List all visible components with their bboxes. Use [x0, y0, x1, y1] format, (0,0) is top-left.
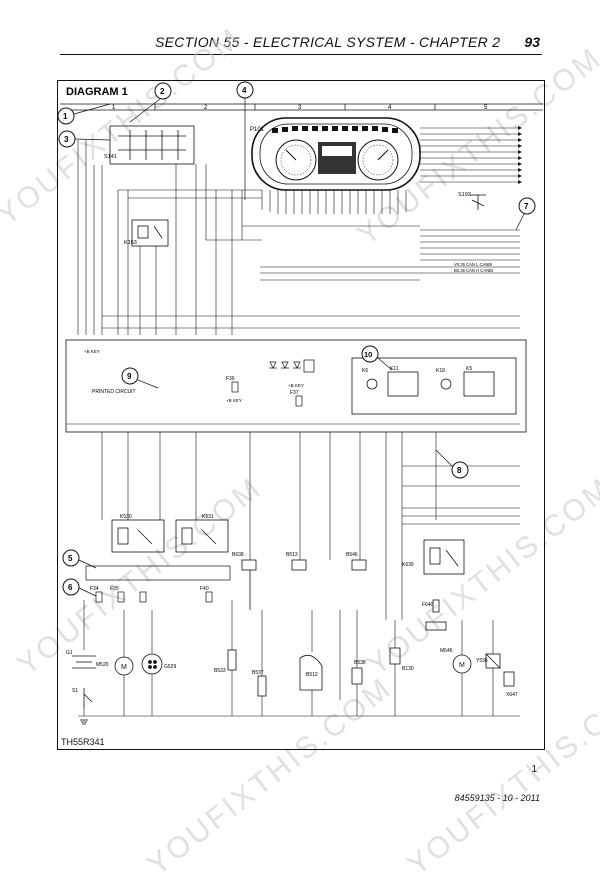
- relays-k530-k531: [111, 519, 229, 553]
- fuses-f36-f37: [231, 381, 303, 407]
- label-key-2: +B KEY: [288, 383, 304, 388]
- grid-col-2: 2: [204, 105, 208, 111]
- callout-1: [57, 103, 111, 125]
- label-b638: B638: [232, 552, 244, 558]
- grid-col-1: 1: [112, 105, 116, 111]
- label-k5: K5: [466, 366, 472, 372]
- label-k153: K153: [124, 240, 137, 246]
- label-b538: B538: [354, 660, 366, 666]
- page-number: 93: [524, 34, 540, 50]
- label-m646: M646: [440, 648, 453, 654]
- callout-number: 7: [524, 202, 529, 211]
- callout-4: [236, 81, 254, 200]
- middle-vertical-wires: [101, 432, 437, 620]
- label-f35: F35: [110, 586, 119, 592]
- callout-10: [361, 345, 393, 371]
- cluster-pin-leads: [261, 190, 407, 214]
- callout-9: [121, 367, 159, 389]
- callout-number: 10: [364, 350, 372, 359]
- label-f34: F34: [90, 586, 99, 592]
- callout-number: 6: [68, 583, 73, 592]
- switch-s141: [109, 125, 195, 165]
- label-b512: B512: [306, 672, 318, 678]
- callout-5: [62, 549, 97, 569]
- right-side-outputs-lower: [66, 423, 520, 525]
- cluster-right-outputs: [420, 127, 518, 183]
- wiring-schematic: DIAGRAM 1 1 2 3 4 5 P101: [57, 81, 543, 725]
- left-vertical-wires: [77, 140, 243, 335]
- callout-number: 5: [68, 554, 73, 563]
- relay-group-right: [351, 357, 517, 415]
- figure-code: TH55R341: [61, 737, 105, 747]
- right-bus-rows: [260, 229, 520, 274]
- diode-array: [269, 359, 315, 373]
- label-f40: F40: [200, 586, 209, 592]
- callout-number: 4: [242, 86, 247, 95]
- callout-number: 2: [160, 87, 165, 96]
- relay-k153: [131, 219, 169, 247]
- label-p101: P101: [250, 127, 265, 133]
- label-b513: B513: [286, 552, 298, 558]
- lower-ground-wires: [78, 600, 520, 717]
- callout-3: [58, 130, 111, 148]
- can-label-low: V0.35 CAN L CANBI: [454, 262, 492, 267]
- label-b130: B130: [402, 666, 414, 672]
- label-b546: B546: [346, 552, 358, 558]
- label-s1: S1: [72, 688, 78, 694]
- svg-text:M: M: [459, 662, 465, 669]
- label-k530: K530: [120, 514, 132, 520]
- bottom-components: M M: [72, 647, 515, 708]
- label-f37: F37: [290, 390, 299, 396]
- label-y536: Y536: [476, 658, 488, 664]
- callout-number: 1: [63, 112, 68, 121]
- document-code: 84559135 - 10 - 2011: [454, 793, 540, 803]
- callout-6: [62, 578, 97, 597]
- cluster-right-arrows: [518, 126, 522, 184]
- label-s192: S192: [458, 192, 471, 198]
- callout-number: 3: [64, 135, 69, 144]
- label-f36: F36: [226, 376, 235, 382]
- label-k18: K18: [436, 368, 445, 374]
- sensors-row: [241, 559, 367, 610]
- ground-symbol: [80, 719, 88, 725]
- svg-text:M: M: [121, 664, 127, 671]
- label-b533: B533: [214, 668, 226, 674]
- switch-s192: [470, 194, 486, 210]
- section-title: SECTION 55 - ELECTRICAL SYSTEM - CHAPTER…: [155, 34, 501, 50]
- label-printed-circuit: PRINTED CIRCUIT: [92, 389, 136, 395]
- callout-number: 8: [457, 466, 462, 475]
- grid-col-3: 3: [298, 105, 302, 111]
- label-m520: M520: [96, 662, 109, 668]
- printed-circuit-box: [65, 339, 527, 433]
- grid-col-5: 5: [484, 105, 488, 111]
- label-x647: X647: [506, 692, 518, 698]
- label-k6: K6: [362, 368, 368, 374]
- label-g1: G1: [66, 650, 73, 656]
- top-horizontal-wires: [102, 189, 520, 329]
- label-f640: F640: [422, 602, 434, 608]
- label-s141: S141: [104, 154, 117, 160]
- callout-number: 9: [127, 372, 132, 381]
- label-key-3: +B KEY: [226, 398, 242, 403]
- label-k531: K531: [202, 514, 214, 520]
- can-label-high: B0.35 CAN H CANBI: [454, 268, 493, 273]
- label-k11: K11: [390, 366, 399, 372]
- fuses-lower: [85, 565, 231, 603]
- callout-2: [129, 82, 172, 123]
- callout-8: [435, 449, 469, 479]
- footnote-number: 1: [531, 764, 537, 775]
- label-g529: G529: [164, 664, 176, 670]
- page-header: SECTION 55 - ELECTRICAL SYSTEM - CHAPTER…: [60, 34, 542, 55]
- label-key-1: +B KEY: [84, 349, 100, 354]
- label-b537: B537: [252, 670, 264, 676]
- diagram-frame: [57, 80, 545, 750]
- relay-k639: [423, 539, 465, 631]
- grid-header: [60, 103, 543, 111]
- instrument-cluster-p101: [251, 117, 421, 191]
- diagram-title: DIAGRAM 1: [66, 86, 128, 98]
- grid-col-4: 4: [388, 105, 392, 111]
- label-k639: K639: [402, 562, 414, 568]
- callout-7: [515, 197, 536, 231]
